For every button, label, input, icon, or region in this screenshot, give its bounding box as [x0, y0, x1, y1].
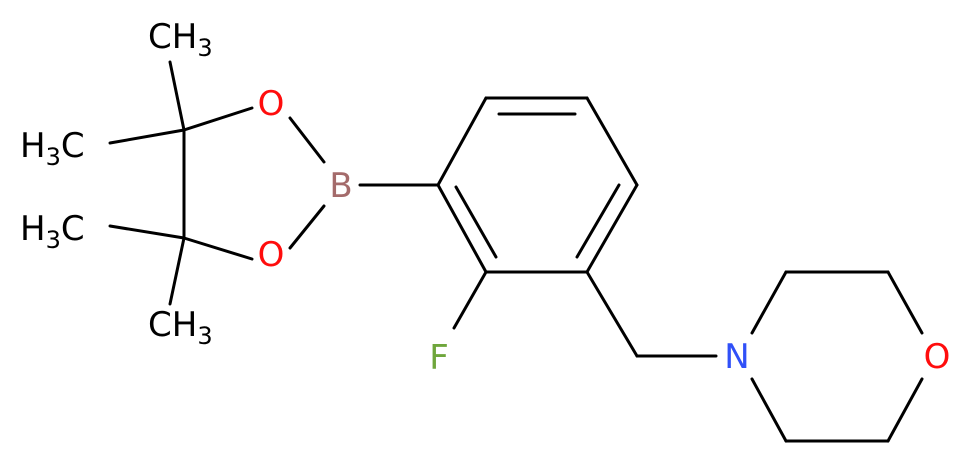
bond-c-f [452, 270, 488, 330]
bond-c-n-lower [750, 377, 788, 443]
bond-o-lower-c2 [182, 236, 254, 261]
label-methyl-bottom: CH3 [148, 305, 213, 350]
benzene-ring [436, 96, 639, 274]
label-oxygen-lower: O [258, 235, 285, 275]
label-oxygen-morpholine: O [924, 337, 951, 377]
bond-ring-4 [585, 183, 639, 274]
benzyl-linker [585, 270, 718, 358]
bond-ring-4-inner [575, 183, 621, 259]
bond-ring-ch2 [585, 270, 639, 358]
bond-b-o-lower [288, 204, 326, 250]
bond-ring-1 [436, 96, 488, 187]
bond-c1-methyl-top [168, 60, 186, 132]
bond-c-o-upper [886, 270, 924, 335]
bond-c2-methyl-bottom [168, 236, 186, 306]
bond-o-upper-b [288, 116, 326, 164]
bond-ring-6-inner [454, 185, 498, 259]
morpholine-ring [750, 270, 924, 443]
label-boron: B [329, 166, 352, 206]
label-nitrogen: N [724, 337, 749, 377]
label-methyl-top: CH3 [148, 17, 213, 62]
bond-c2-methyl-lower-left [108, 224, 186, 240]
methyl-bonds [108, 60, 186, 306]
bond-ring-3 [585, 96, 639, 187]
bond-c1-o-upper [182, 106, 254, 132]
label-methyl-upper-left: H3C [20, 126, 85, 171]
bond-n-c-upper [750, 270, 788, 335]
bond-c1-methyl-upper-left [108, 128, 186, 145]
label-oxygen-upper: O [258, 84, 285, 124]
dioxaborolane-ring [182, 106, 326, 261]
bond-ring-6 [436, 183, 488, 274]
bond-o-c-lower [886, 377, 924, 443]
label-fluorine: F [429, 338, 449, 378]
atom-labels: CH3 H3C H3C CH3 O O B F N O [20, 17, 950, 378]
label-methyl-lower-left: H3C [20, 209, 85, 254]
